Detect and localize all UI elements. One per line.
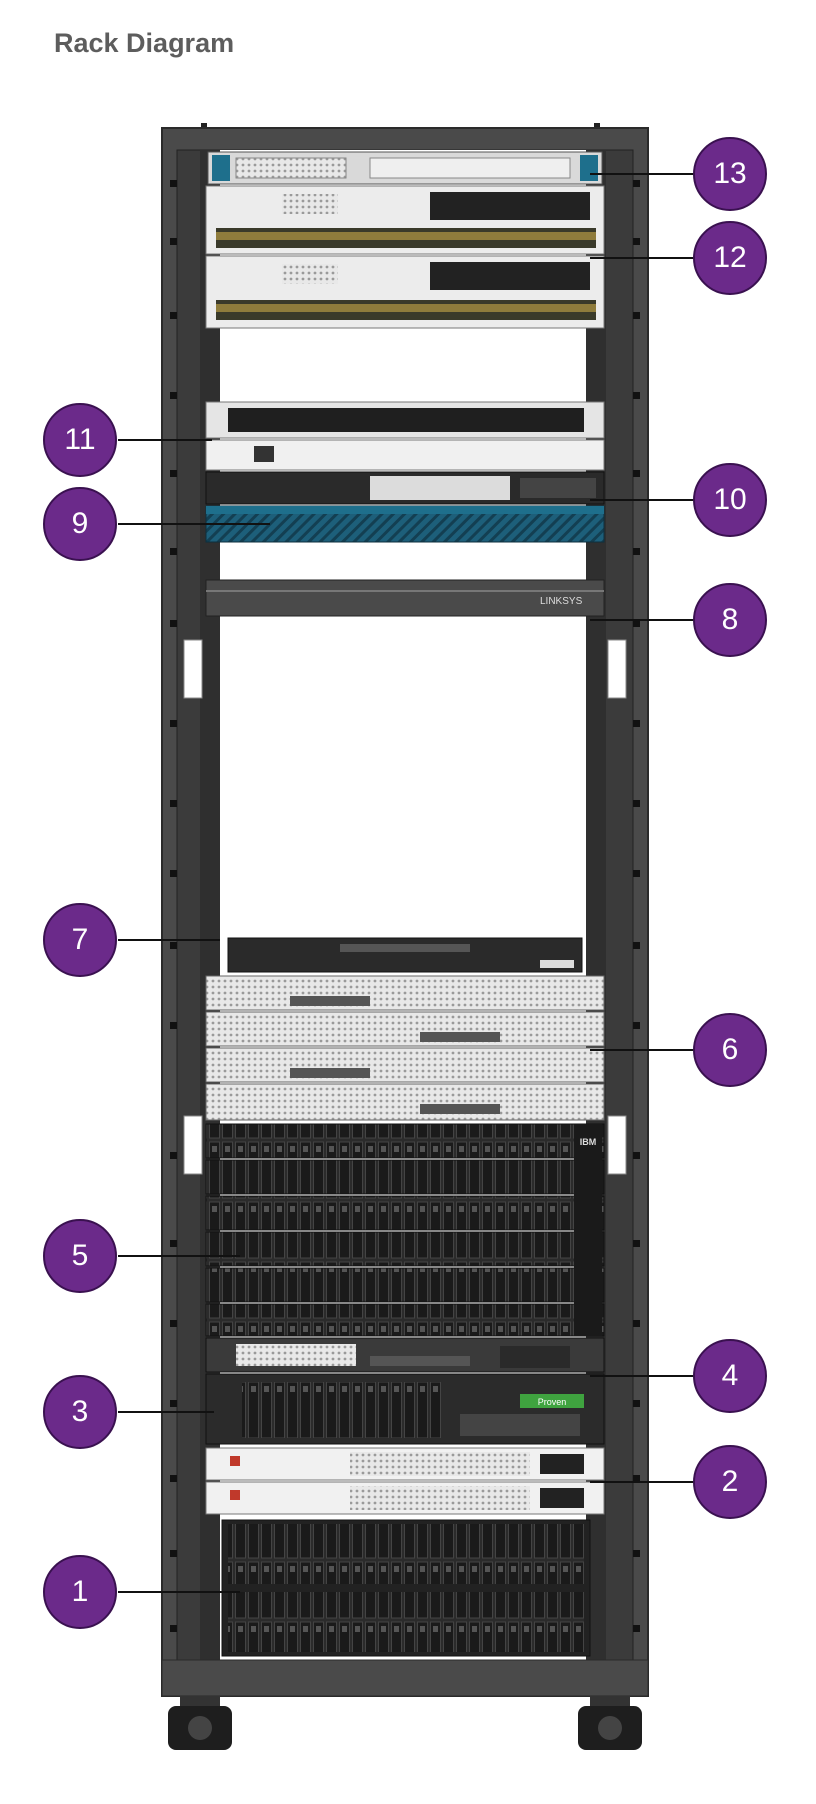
caster-right: [578, 1696, 642, 1750]
device-13-patch-panel: [208, 152, 602, 184]
callout-1: 1: [43, 1555, 117, 1629]
callout-2: 2: [693, 1445, 767, 1519]
callout-11: 11: [43, 403, 117, 477]
device-6-servers: [206, 976, 604, 1120]
callout-13: 13: [693, 137, 767, 211]
callout-3: 3: [43, 1375, 117, 1449]
server-brand-label: IBM: [580, 1137, 597, 1147]
device-12-switch-b: [206, 256, 604, 328]
callout-4: 4: [693, 1339, 767, 1413]
storage-label: Proven: [538, 1397, 567, 1407]
device-12-switch-a: [206, 186, 604, 254]
callout-7: 7: [43, 903, 117, 977]
device-1-disk-enclosure: [222, 1520, 590, 1656]
callout-12: 12: [693, 221, 767, 295]
kvm-label: LINKSYS: [540, 596, 583, 607]
caster-left: [168, 1696, 232, 1750]
callout-9: 9: [43, 487, 117, 561]
device-11-patch-panel: [206, 402, 604, 470]
device-8-kvm-switch: LINKSYS: [206, 580, 604, 616]
callout-8: 8: [693, 583, 767, 657]
device-10-switch: [206, 472, 604, 504]
device-4-server: [206, 1338, 604, 1372]
callout-6: 6: [693, 1013, 767, 1087]
device-5-ibm-servers: IBM: [206, 1124, 604, 1336]
device-3-storage-array: Proven: [206, 1374, 604, 1444]
device-7-console-drawer: [228, 938, 582, 972]
callout-5: 5: [43, 1219, 117, 1293]
callout-10: 10: [693, 463, 767, 537]
